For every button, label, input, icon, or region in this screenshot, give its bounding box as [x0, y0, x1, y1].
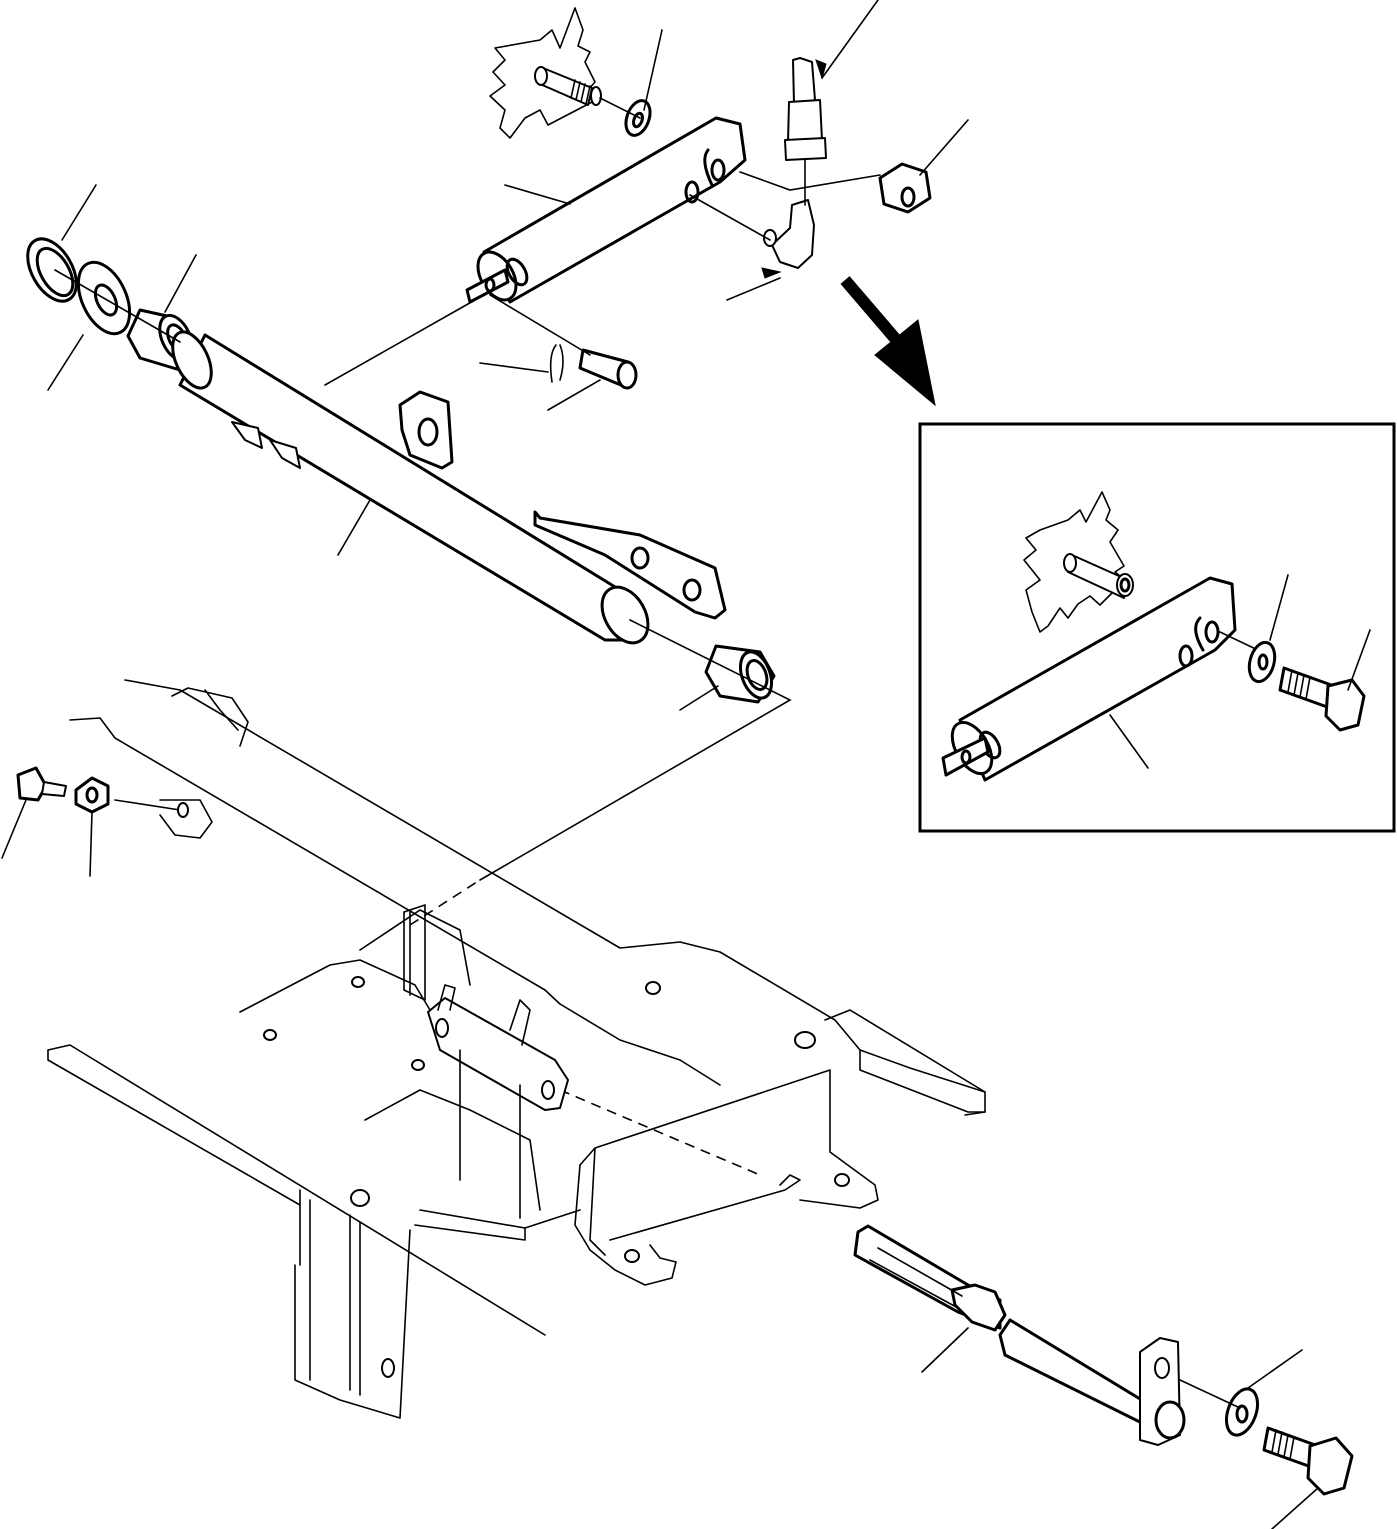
- cotter-pin: [549, 344, 564, 383]
- inset-washer: [1247, 640, 1277, 684]
- washer-upper: [624, 99, 652, 137]
- wall-section-upper: [489, 7, 602, 139]
- snap-ring: [26, 237, 78, 303]
- grease-nipple: [784, 57, 827, 161]
- arrow-to-inset: [840, 276, 936, 407]
- frame-nut: [74, 776, 110, 814]
- frame: [47, 679, 986, 1419]
- lower-callouts: [921, 1327, 1319, 1529]
- inset-callouts: [1109, 574, 1371, 769]
- arrow-to-fitting: [761, 59, 827, 279]
- nut: [878, 162, 932, 214]
- upper-lever: [465, 116, 747, 304]
- lower-shaft: [853, 1224, 1186, 1446]
- elbow-fitting: [763, 199, 815, 269]
- lower-washer: [1224, 1387, 1260, 1437]
- inset-lever: [941, 576, 1263, 782]
- pin: [578, 348, 638, 390]
- inset-wall-section: [1023, 491, 1134, 633]
- inset-bolt: [1278, 666, 1366, 732]
- cross-shaft: [171, 330, 727, 645]
- frame-callouts: [1, 799, 93, 877]
- lower-bolt: [1262, 1426, 1354, 1496]
- callout-leaders-upper: [47, 0, 969, 711]
- frame-bolt: [16, 766, 67, 802]
- bushing-right: [704, 644, 776, 704]
- assembly-lines: [54, 97, 881, 1176]
